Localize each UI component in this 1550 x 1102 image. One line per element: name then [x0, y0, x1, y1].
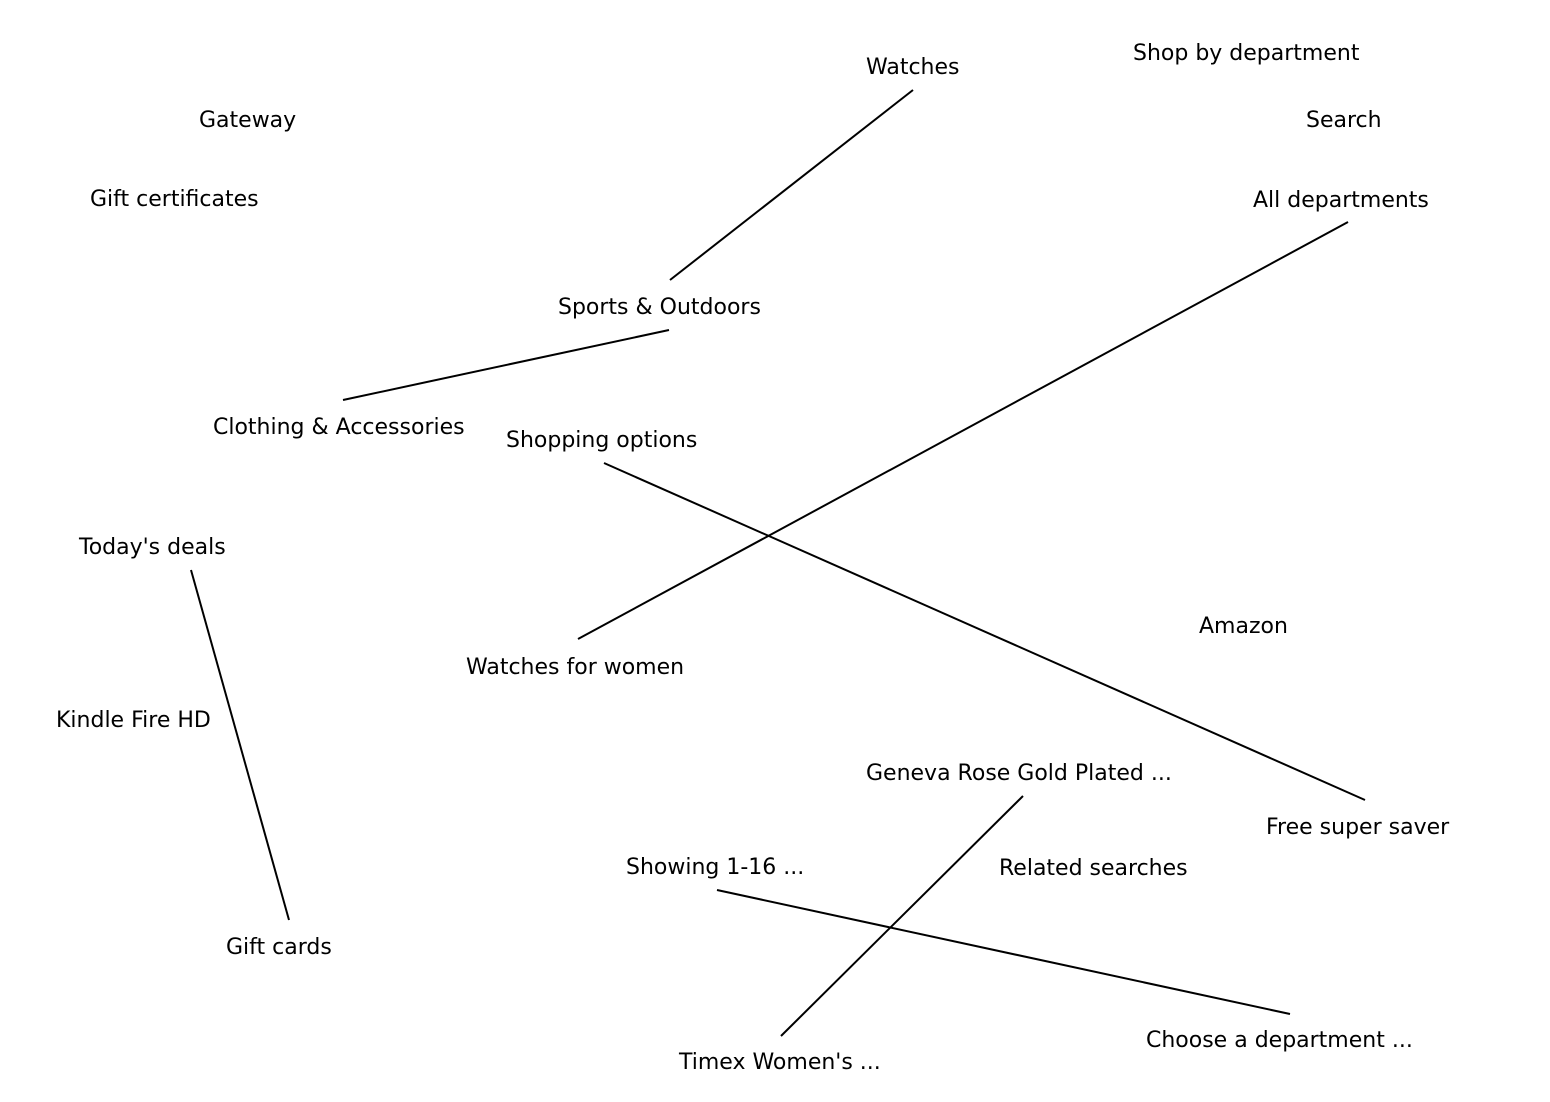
node-gift-certificates: Gift certificates — [90, 187, 259, 212]
edge-shopping-options-to-free-super-saver — [603, 462, 1366, 801]
node-timex-womens: Timex Women's ... — [678, 1050, 881, 1075]
edge-sports-outdoors-to-clothing-accessories — [342, 329, 670, 401]
node-search: Search — [1306, 108, 1382, 133]
edge-geneva-rose-gold-to-timex-womens — [780, 795, 1024, 1037]
node-gift-cards: Gift cards — [226, 935, 332, 960]
node-choose-a-department: Choose a department ... — [1146, 1028, 1413, 1053]
node-showing-1-16: Showing 1-16 ... — [626, 855, 804, 880]
node-gateway: Gateway — [199, 108, 296, 133]
node-watches: Watches — [866, 55, 960, 80]
node-all-departments: All departments — [1253, 188, 1429, 213]
edge-showing-1-16-to-choose-a-department — [716, 889, 1291, 1015]
node-sports-outdoors: Sports & Outdoors — [558, 295, 761, 320]
node-related-searches: Related searches — [999, 856, 1188, 881]
edges-layer — [190, 89, 1366, 1037]
node-free-super-saver: Free super saver — [1266, 815, 1450, 840]
node-geneva-rose-gold: Geneva Rose Gold Plated ... — [866, 761, 1172, 786]
node-amazon: Amazon — [1199, 614, 1288, 639]
node-watches-for-women: Watches for women — [466, 655, 684, 680]
node-kindle-fire-hd: Kindle Fire HD — [56, 708, 211, 733]
node-todays-deals: Today's deals — [78, 535, 226, 560]
edge-todays-deals-to-gift-cards — [190, 569, 290, 921]
edge-watches-to-sports-outdoors — [669, 89, 914, 281]
node-shopping-options: Shopping options — [506, 428, 697, 453]
node-shop-by-department: Shop by department — [1133, 41, 1360, 66]
edge-all-departments-to-watches-for-women — [577, 221, 1349, 640]
node-clothing-accessories: Clothing & Accessories — [213, 415, 465, 440]
